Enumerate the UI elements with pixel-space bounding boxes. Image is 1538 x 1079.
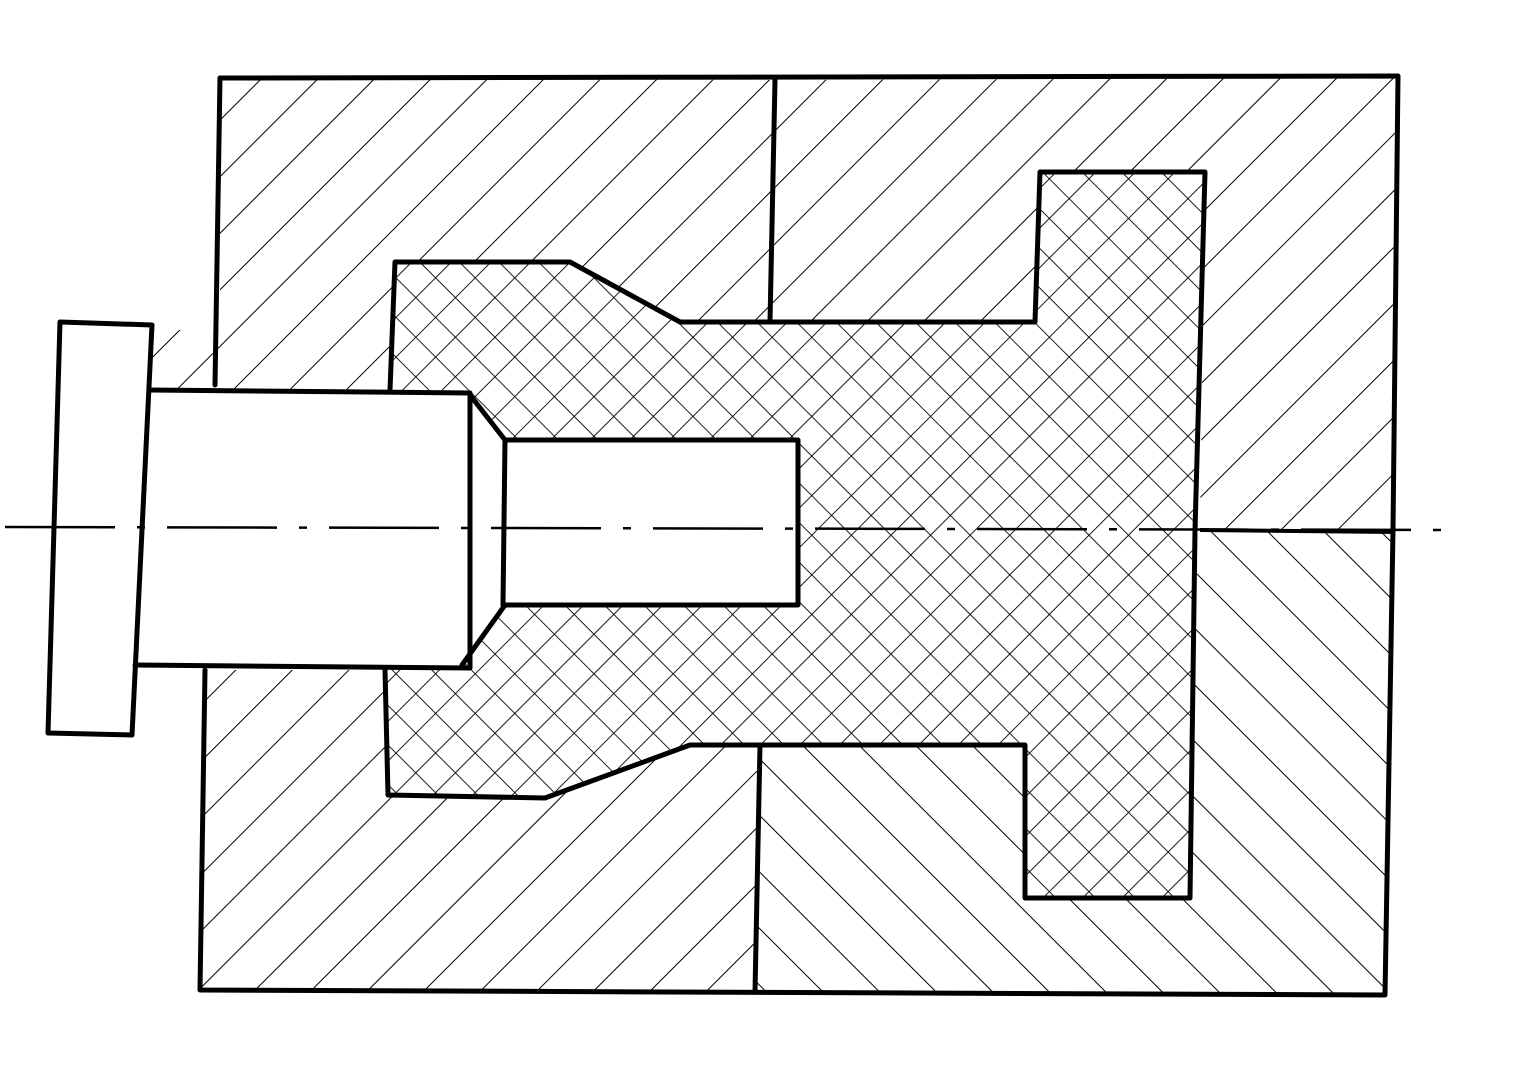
mold-lower-right-block xyxy=(755,530,1395,995)
mold-body xyxy=(150,78,1398,995)
outer-frame-left-upper xyxy=(212,75,223,388)
outline-strokes xyxy=(45,73,1401,998)
core-pin-stem xyxy=(132,387,473,671)
mold-upper-left-block xyxy=(150,78,775,390)
core-pin-tip xyxy=(459,392,801,668)
mold-upper-right-block xyxy=(770,78,1398,530)
core-pin-head xyxy=(45,319,155,738)
center-axis xyxy=(4,525,1456,534)
mold-lower-left-block xyxy=(200,670,760,990)
molded-part xyxy=(385,172,1205,898)
core-pin-tip-shoulder xyxy=(500,437,508,608)
outer-frame xyxy=(197,73,1401,998)
parting-line-lower xyxy=(752,742,763,995)
parting-line-upper xyxy=(767,77,778,325)
